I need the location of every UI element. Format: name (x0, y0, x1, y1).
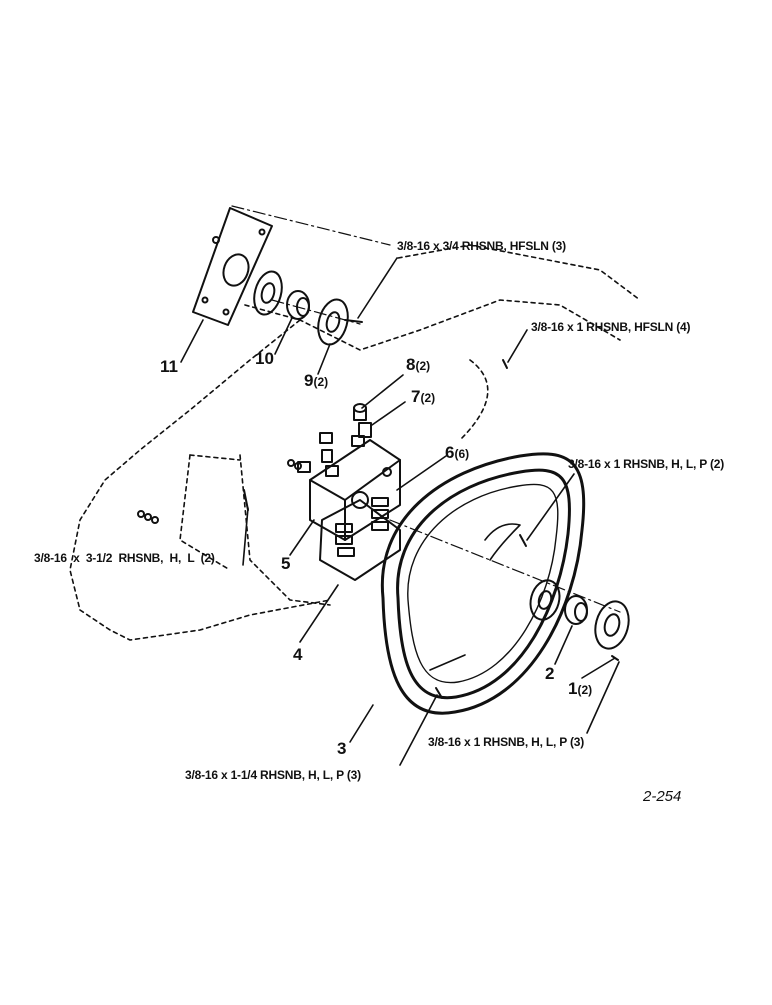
callout-hardware-3: 3/8-16 x 1 RHSNB, H, L, P (2) (568, 457, 725, 471)
bearing-2 (529, 579, 588, 625)
part-number-4: 4 (293, 645, 303, 664)
mounting-bracket-5 (297, 432, 401, 541)
callout-hardware-4: 3/8-16 x 3-1/2 RHSNB, H, L (2) (34, 551, 215, 565)
bearing-flange-9 (317, 298, 363, 346)
bearing-flange-1 (594, 600, 630, 650)
part-qty-9: (2) (313, 375, 329, 389)
part-number-10: 10 (255, 349, 274, 368)
machine-frame-outline (69, 244, 641, 641)
bracket-plate-11 (192, 207, 273, 326)
part-number-11: 11 (160, 357, 178, 376)
part-number-9: 9(2) (304, 371, 329, 390)
figure-number: 2-254 (643, 788, 682, 805)
part-qty-6: (6) (454, 447, 470, 461)
part-qty-8: (2) (415, 359, 431, 373)
callout-hardware-2: 3/8-16 x 1 RHSNB, HFSLN (4) (531, 320, 691, 334)
part-number-6: 6(6) (445, 443, 470, 462)
lower-plate-4 (319, 497, 401, 581)
cap-screw-8 (353, 403, 367, 421)
bearing-flange-10 (253, 270, 310, 320)
part-number-5: 5 (281, 554, 291, 573)
part-number-7: 7(2) (411, 387, 436, 406)
part-qty-1: (2) (577, 683, 593, 697)
wheel-3 (380, 452, 586, 715)
part-number-8: 8(2) (406, 355, 431, 374)
callout-hardware-6: 3/8-16 x 1-1/4 RHSNB, H, L, P (3) (185, 768, 361, 782)
callout-hardware-5: 3/8-16 x 1 RHSNB, H, L, P (3) (428, 735, 585, 749)
leader-lines (180, 257, 620, 766)
callout-hardware-1: 3/8-16 x 3/4 RHSNB, HFSLN (3) (397, 239, 566, 253)
spacer-7 (321, 422, 372, 463)
assembly-axis-lines (231, 205, 621, 613)
part-number-2: 2 (545, 664, 555, 683)
part-number-3: 3 (337, 739, 347, 758)
part-qty-7: (2) (420, 391, 436, 405)
part-number-1: 1(2) (568, 679, 593, 698)
